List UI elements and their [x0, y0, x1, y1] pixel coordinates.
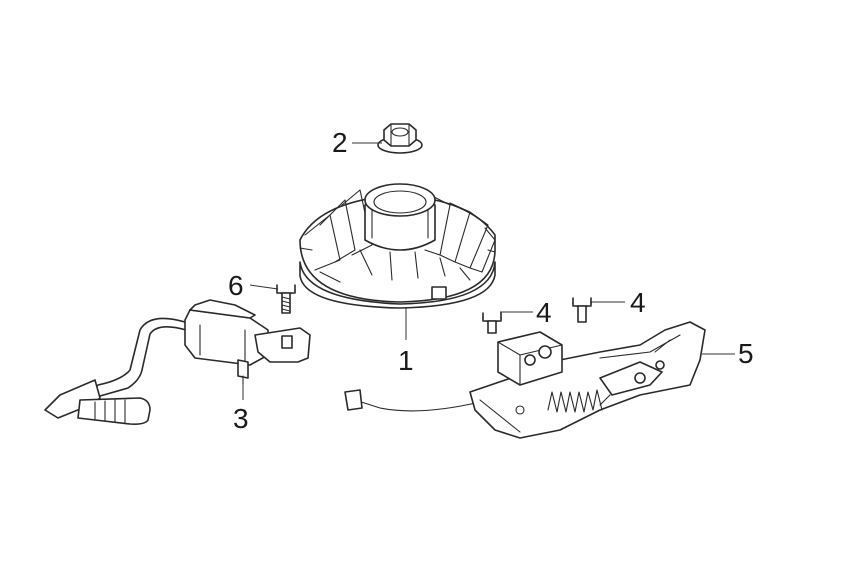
callout-2: 2	[332, 127, 348, 158]
bolt-4-right	[572, 297, 592, 323]
ignition-coil	[44, 299, 311, 425]
callout-6: 6	[228, 270, 244, 301]
callout-5: 5	[738, 338, 754, 369]
callout-3: 3	[233, 403, 249, 434]
flange-nut	[377, 123, 423, 154]
leader-lines	[242, 142, 735, 400]
callout-1: 1	[398, 345, 414, 376]
flywheel	[299, 183, 496, 309]
bolt-6	[276, 284, 296, 314]
bolt-4-left	[482, 312, 502, 334]
control-plate-assembly	[344, 321, 706, 439]
callout-4-right: 4	[630, 287, 646, 318]
callout-4-left: 4	[536, 297, 552, 328]
